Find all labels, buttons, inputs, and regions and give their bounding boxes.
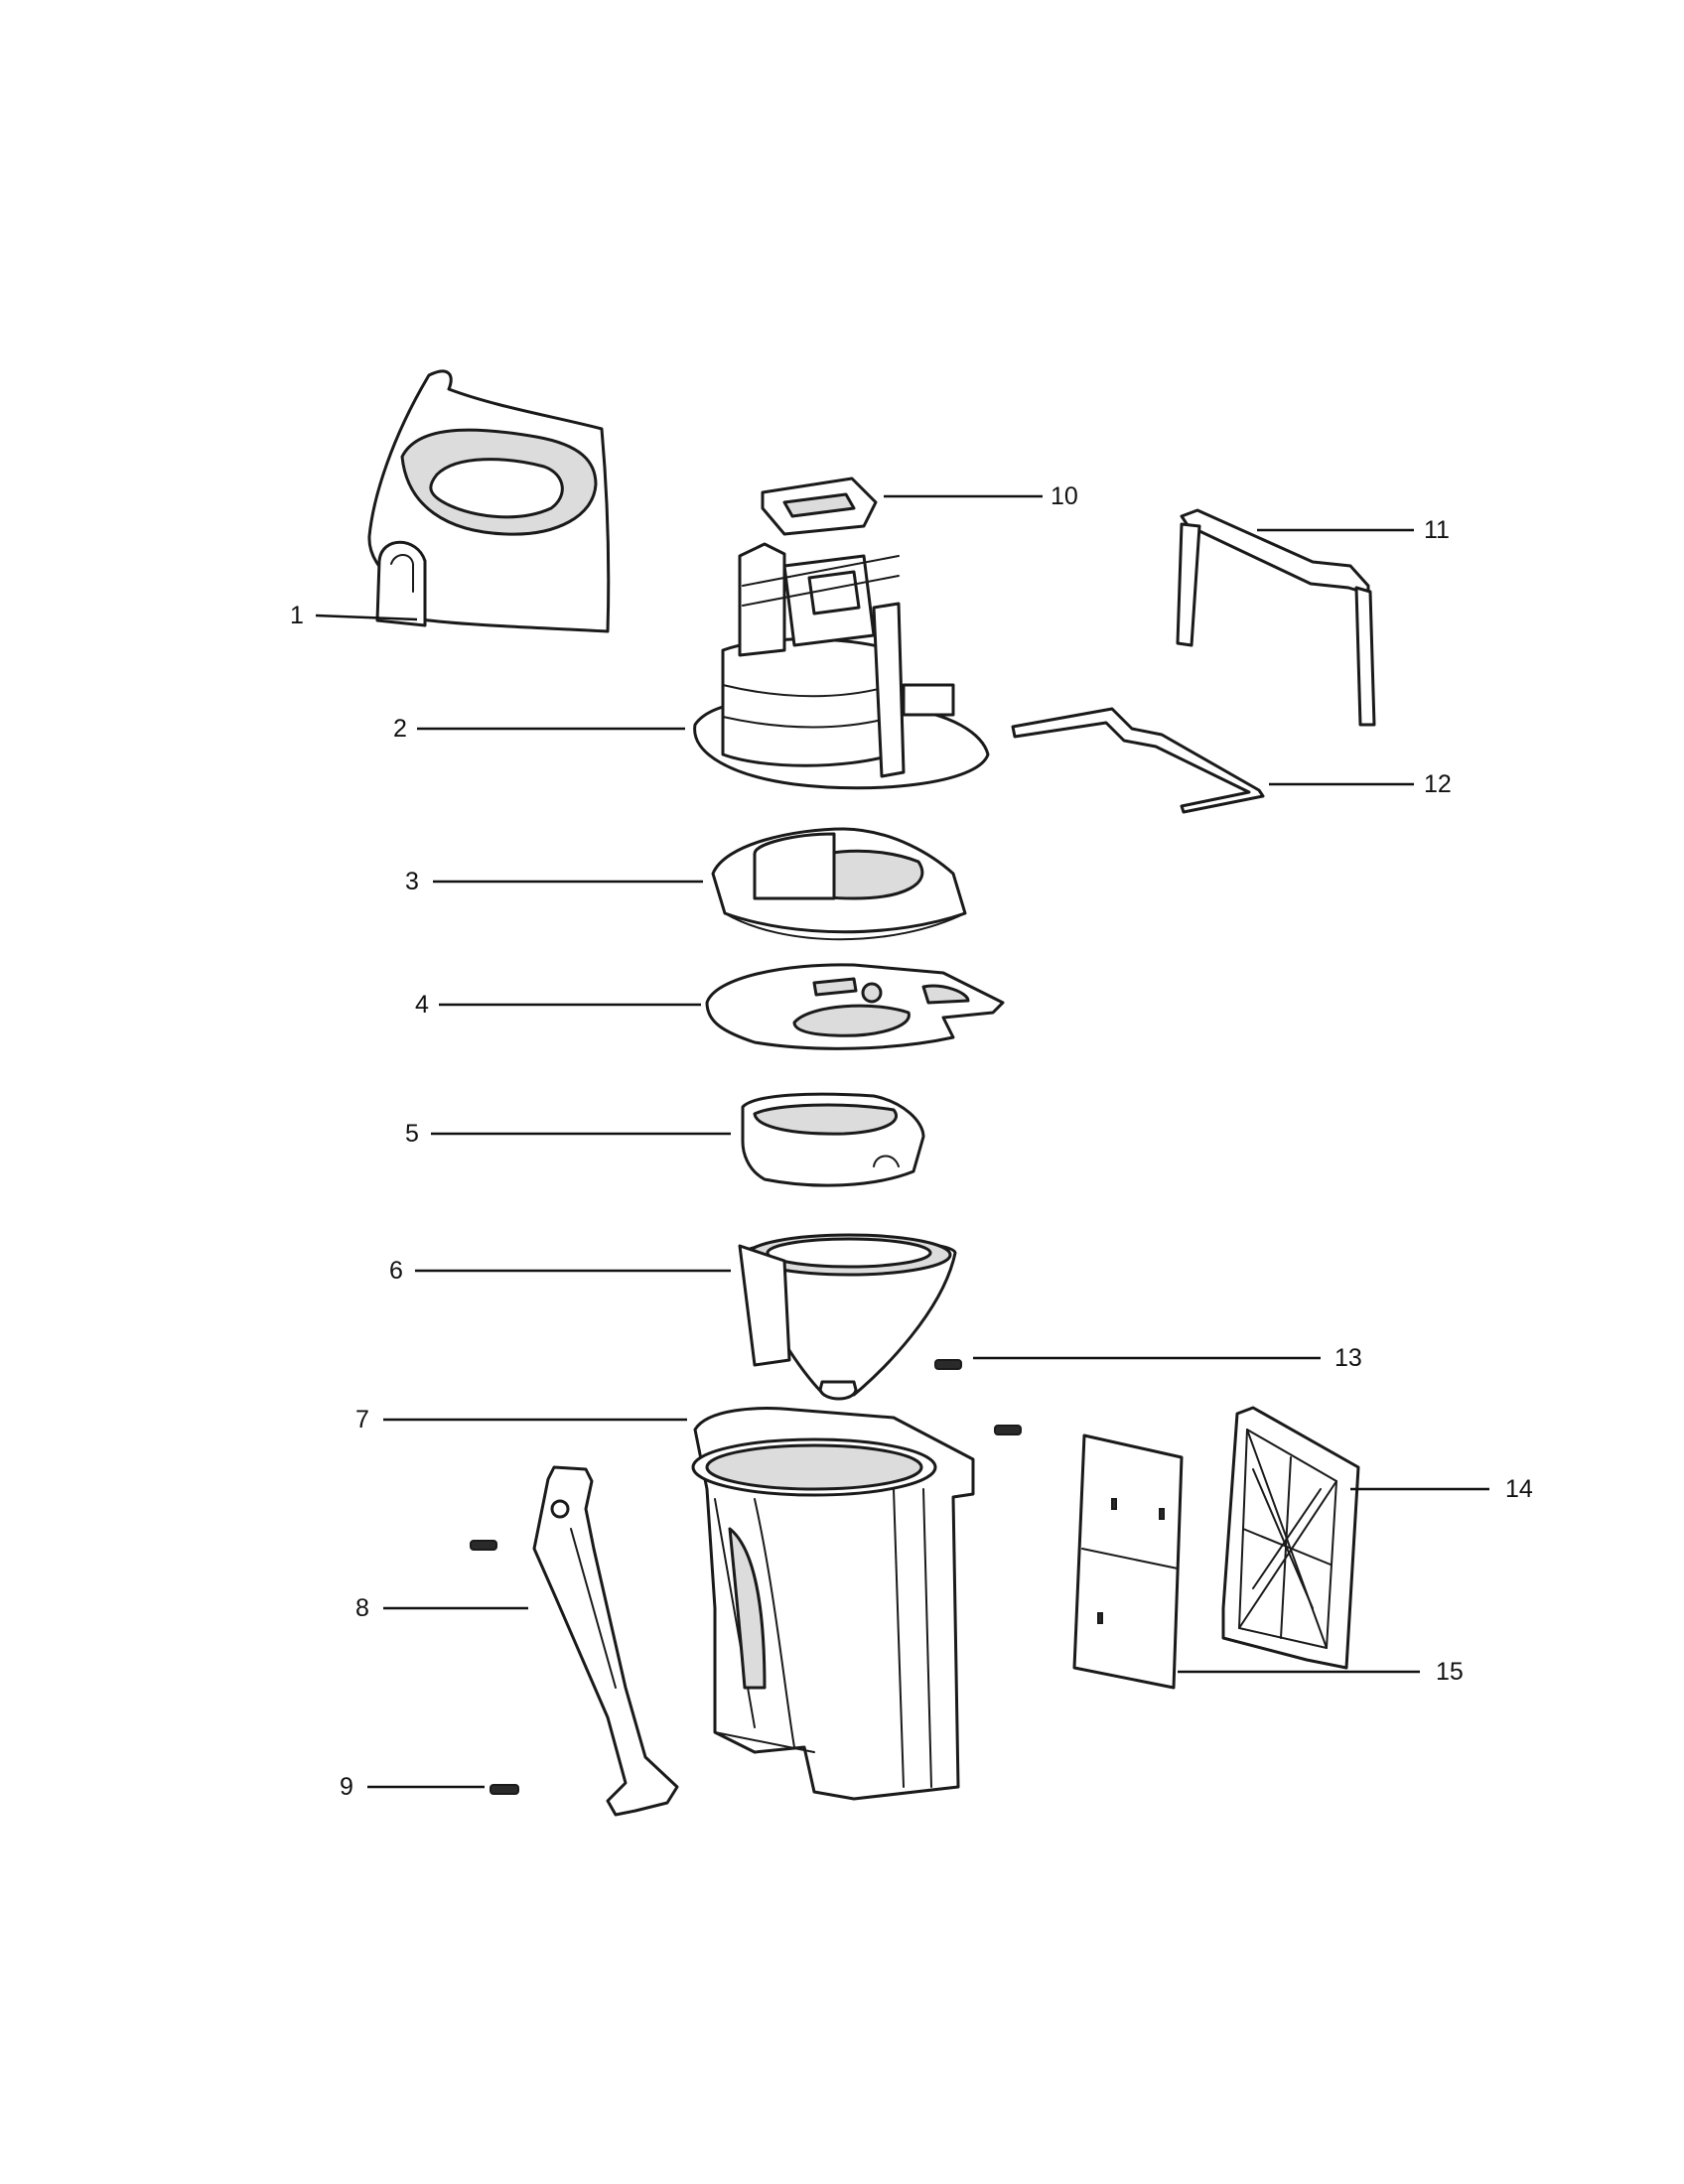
callout-number: 5 (405, 1120, 419, 1148)
callout-number: 12 (1424, 770, 1452, 798)
callout-3: 3 (405, 868, 703, 895)
part-14-grille (1221, 1406, 1360, 1670)
callout-14: 14 (1350, 1475, 1533, 1503)
part-1-front-cover (367, 369, 611, 633)
callout-number: 11 (1424, 516, 1450, 544)
callout-4: 4 (415, 991, 701, 1019)
callout-10: 10 (884, 482, 1078, 510)
part-13-screws (934, 1359, 1022, 1435)
callout-8: 8 (355, 1594, 528, 1622)
callout-number: 6 (389, 1257, 403, 1285)
callout-number: 3 (405, 868, 419, 895)
callout-number: 14 (1505, 1475, 1533, 1503)
part-9-screw (470, 1540, 519, 1795)
callout-number: 2 (393, 715, 407, 743)
part-12-wire-rod (1011, 707, 1265, 814)
part-11-bracket (1176, 508, 1376, 727)
callout-number: 7 (355, 1406, 369, 1433)
part-5-filter-holder (741, 1092, 925, 1187)
part-7-carafe-housing (691, 1407, 975, 1801)
callout-5: 5 (405, 1120, 731, 1148)
callout-number: 15 (1436, 1658, 1464, 1686)
callout-13: 13 (973, 1344, 1362, 1372)
callout-1: 1 (290, 602, 418, 629)
part-10-gasket (761, 477, 878, 536)
callout-9: 9 (340, 1773, 485, 1801)
callout-12: 12 (1269, 770, 1452, 798)
callout-2: 2 (393, 715, 685, 743)
part-6-filter-basket (738, 1233, 957, 1401)
callout-number: 4 (415, 991, 429, 1019)
part-15-panel (1072, 1433, 1184, 1690)
callout-15: 15 (1178, 1658, 1464, 1686)
part-8-side-handle (532, 1465, 679, 1817)
part-4-plate (705, 963, 1005, 1050)
callout-7: 7 (355, 1406, 687, 1433)
callout-number: 8 (355, 1594, 369, 1622)
callout-number: 13 (1334, 1344, 1362, 1372)
callout-number: 10 (1051, 482, 1078, 510)
callout-6: 6 (389, 1257, 731, 1285)
callout-11: 11 (1257, 516, 1450, 544)
callout-number: 9 (340, 1773, 353, 1801)
part-3-reservoir-tray (711, 827, 967, 941)
part-2-base-housing (693, 542, 990, 790)
callout-number: 1 (290, 602, 304, 629)
